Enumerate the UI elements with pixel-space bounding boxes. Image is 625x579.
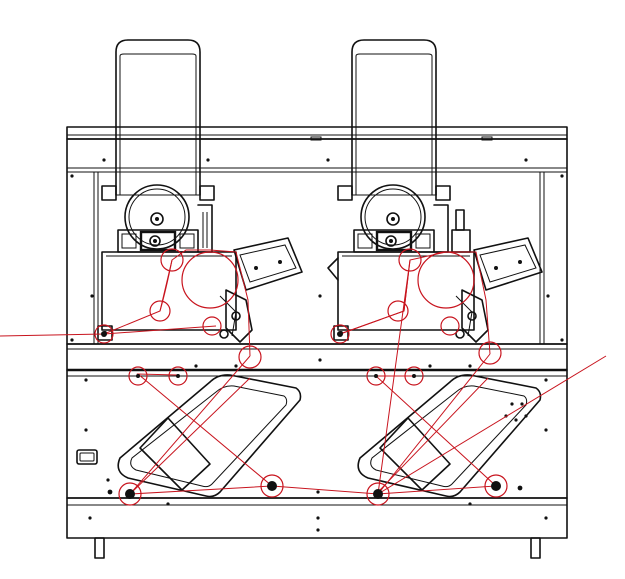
roller — [478, 341, 502, 365]
web-line-right-upper — [339, 251, 491, 355]
fastener-dots — [70, 158, 564, 532]
roller — [404, 366, 424, 386]
roller — [202, 316, 222, 336]
roller — [128, 366, 148, 386]
web-line-left-cross — [103, 325, 217, 335]
roller — [387, 300, 409, 322]
roller — [168, 366, 188, 386]
roller — [398, 248, 422, 272]
web-line-transfer — [271, 259, 411, 495]
roller — [160, 248, 184, 272]
roller — [118, 482, 142, 506]
roller-hubs — [101, 331, 501, 499]
roller-large — [417, 251, 475, 309]
machine-frame — [66, 126, 568, 559]
web-line-left-upper — [0, 249, 251, 357]
right-station — [327, 39, 543, 343]
roller — [440, 316, 460, 336]
roller-large — [181, 251, 239, 309]
roller — [149, 300, 171, 322]
reel-spindle-icon — [386, 212, 400, 226]
left-station — [97, 39, 303, 343]
roller — [366, 366, 386, 386]
roller — [238, 345, 262, 369]
web-line-exit — [377, 355, 607, 495]
roller — [260, 474, 284, 498]
roller — [366, 482, 390, 506]
reel-spindle-icon — [150, 212, 164, 226]
web-line-left-diag — [129, 377, 251, 495]
web-path — [0, 248, 607, 506]
roller — [484, 474, 508, 498]
web-line-left-loop — [159, 259, 173, 312]
web-line-right-diag — [379, 377, 489, 491]
roller — [94, 324, 114, 344]
left-festoon-channel — [117, 374, 302, 498]
roller — [330, 324, 350, 344]
